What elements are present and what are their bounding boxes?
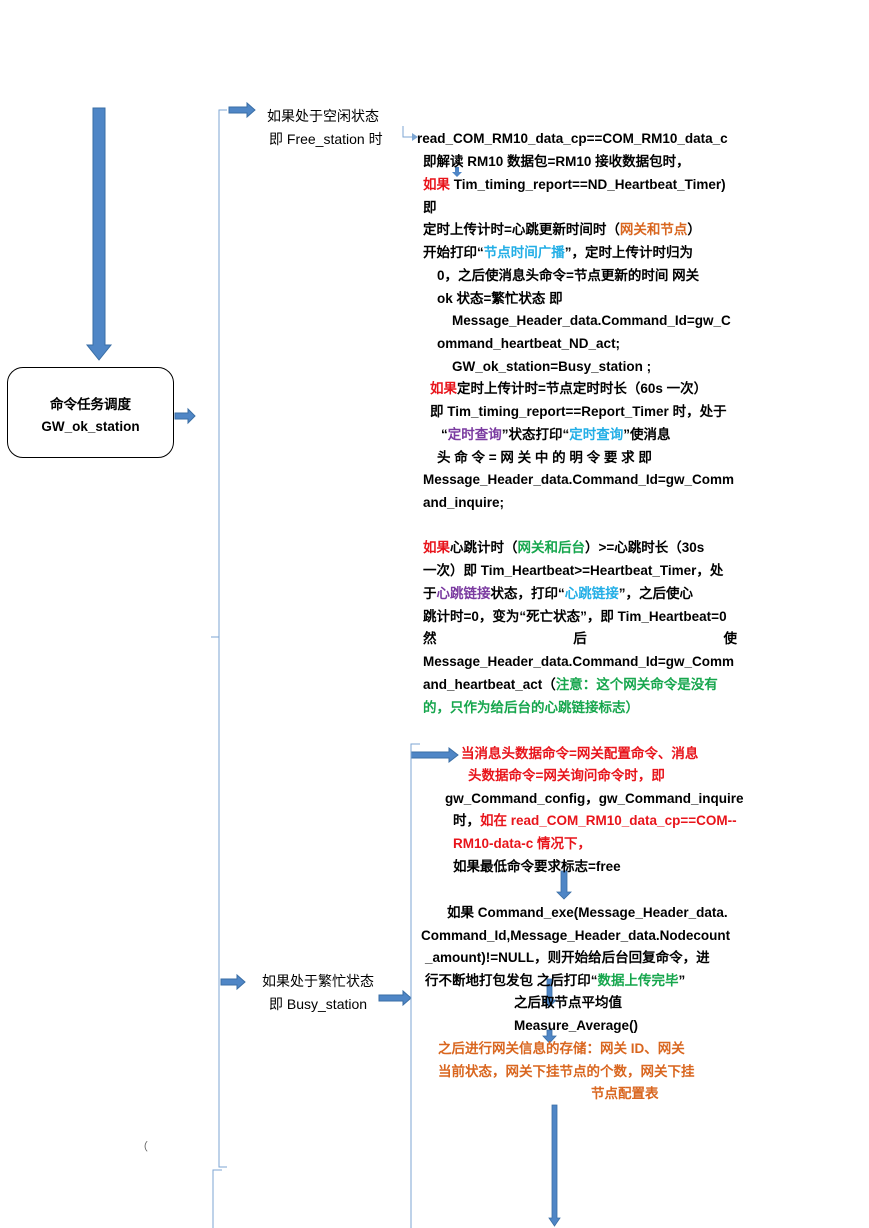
heartbeat-line-2: 一次）即 Tim_Heartbeat>=Heartbeat_Timer，处: [423, 563, 724, 578]
storage-line-3: 节点配置表: [591, 1086, 659, 1101]
down-arrow-small-1: [452, 167, 462, 177]
free-line-10: ommand_heartbeat_ND_act;: [437, 336, 621, 351]
busy-exe-line-1: 如果 Command_exe(Message_Header_data.: [447, 905, 728, 920]
busy-bracket: [410, 743, 420, 1228]
busy-cmd-line-6: 如果最低命令要求标志=free: [453, 859, 621, 874]
busy-branch-label-1: 如果处于繁忙状态: [262, 973, 374, 989]
heartbeat-line-4: 跳计时=0，变为“死亡状态”，即 Tim_Heartbeat=0: [423, 609, 727, 624]
free-connector-tip: [412, 133, 418, 141]
busy-block-arrow: [378, 989, 412, 1007]
storage-line-2: 当前状态，网关下挂节点的个数，网关下挂: [438, 1064, 695, 1079]
free-line-12: 如果定时上传计时=节点定时时长（60s 一次）: [430, 381, 708, 396]
busy-cmd-line-5: RM10-data-c 情况下，: [453, 836, 592, 851]
busy-exe-line-6: Measure_Average(): [514, 1018, 639, 1033]
main-bracket: [218, 109, 227, 1168]
down-arrow-small-3: [542, 978, 557, 1008]
busy-cmd-line-1: 当消息头数据命令=网关配置命令、消息: [461, 746, 699, 761]
free-line-7: 0，之后使消息头命令=节点更新的时间 网关: [437, 268, 700, 283]
heartbeat-line-6: Message_Header_data.Command_Id=gw_Comm: [423, 654, 734, 669]
free-line-13: 即 Tim_timing_report==Report_Timer 时，处于: [430, 404, 727, 419]
busy-cmd-line-2: 头数据命令=网关询问命令时，即: [468, 768, 665, 783]
free-line-16: Message_Header_data.Command_Id=gw_Comm: [423, 472, 734, 487]
free-line-15: 头 命 令 = 网 关 中 的 明 令 要 求 即: [437, 450, 652, 465]
free-line-5: 定时上传计时=心跳更新时间时（网关和节点）: [423, 222, 701, 237]
heartbeat-line-7: and_heartbeat_act（注意：这个网关命令是没有: [423, 677, 718, 692]
busy-branch-arrow: [220, 973, 246, 991]
busy-exe-line-5: 之后取节点平均值: [514, 995, 622, 1010]
free-branch-label-1: 如果处于空闲状态: [267, 108, 379, 124]
free-line-6: 开始打印“节点时间广播”，定时上传计时归为: [423, 245, 693, 260]
free-line-8: ok 状态=繁忙状态 即: [437, 291, 563, 306]
heartbeat-line-1: 如果心跳计时（网关和后台）>=心跳时长（30s: [423, 540, 705, 555]
heartbeat-line-3: 于心跳链接状态，打印“心跳链接”，之后使心: [423, 586, 693, 601]
free-line-17: and_inquire;: [423, 495, 505, 510]
bottom-down-arrow: [548, 1104, 561, 1227]
heartbeat-line-5: 然后使: [423, 631, 737, 646]
lower-bracket: [212, 1169, 222, 1228]
stray-mark: （: [137, 1141, 148, 1153]
free-connector: [402, 126, 416, 138]
free-branch-label-2: 即 Free_station 时: [269, 131, 383, 147]
free-branch-arrow: [228, 101, 256, 119]
task-box-title: 命令任务调度: [50, 397, 131, 412]
task-scheduler-box: 命令任务调度 GW_ok_station: [7, 367, 174, 458]
box-right-arrow: [174, 407, 196, 425]
busy-cmd-line-4: 时，如在 read_COM_RM10_data_cp==COM--: [453, 813, 737, 828]
down-arrow-small-2: [556, 870, 572, 900]
if-keyword: 如果: [423, 177, 450, 192]
busy-cmd-line-3: gw_Command_config，gw_Command_inquire: [445, 791, 744, 806]
main-down-arrow: [85, 107, 113, 361]
free-line-3: 如果 Tim_timing_report==ND_Heartbeat_Timer…: [423, 177, 726, 192]
free-line-4: 即: [423, 200, 437, 215]
busy-exe-line-2: Command_Id,Message_Header_data.Nodecount: [421, 928, 731, 943]
free-line-11: GW_ok_station=Busy_station ;: [452, 359, 652, 374]
heartbeat-line-8: 的，只作为给后台的心跳链接标志）: [423, 700, 639, 715]
command-branch-arrow: [410, 746, 459, 764]
free-line-9: Message_Header_data.Command_Id=gw_C: [452, 313, 731, 328]
busy-exe-line-3: _amount)!=NULL，则开始给后台回复命令，进: [425, 950, 710, 965]
down-arrow-small-4: [542, 1029, 557, 1044]
task-box-subtitle: GW_ok_station: [41, 419, 140, 434]
busy-exe-line-4: 行不断地打包发包 之后打印“数据上传完毕”: [425, 973, 686, 988]
storage-line-1: 之后进行网关信息的存储：网关 ID、网关: [438, 1041, 685, 1056]
free-line-2: 即解读 RM10 数据包=RM10 接收数据包时，: [423, 154, 690, 169]
busy-branch-label-2: 即 Busy_station: [269, 996, 368, 1012]
free-line-14: “定时查询”状态打印“定时查询”使消息: [441, 427, 671, 442]
free-line-1: read_COM_RM10_data_cp==COM_RM10_data_c: [417, 131, 728, 146]
